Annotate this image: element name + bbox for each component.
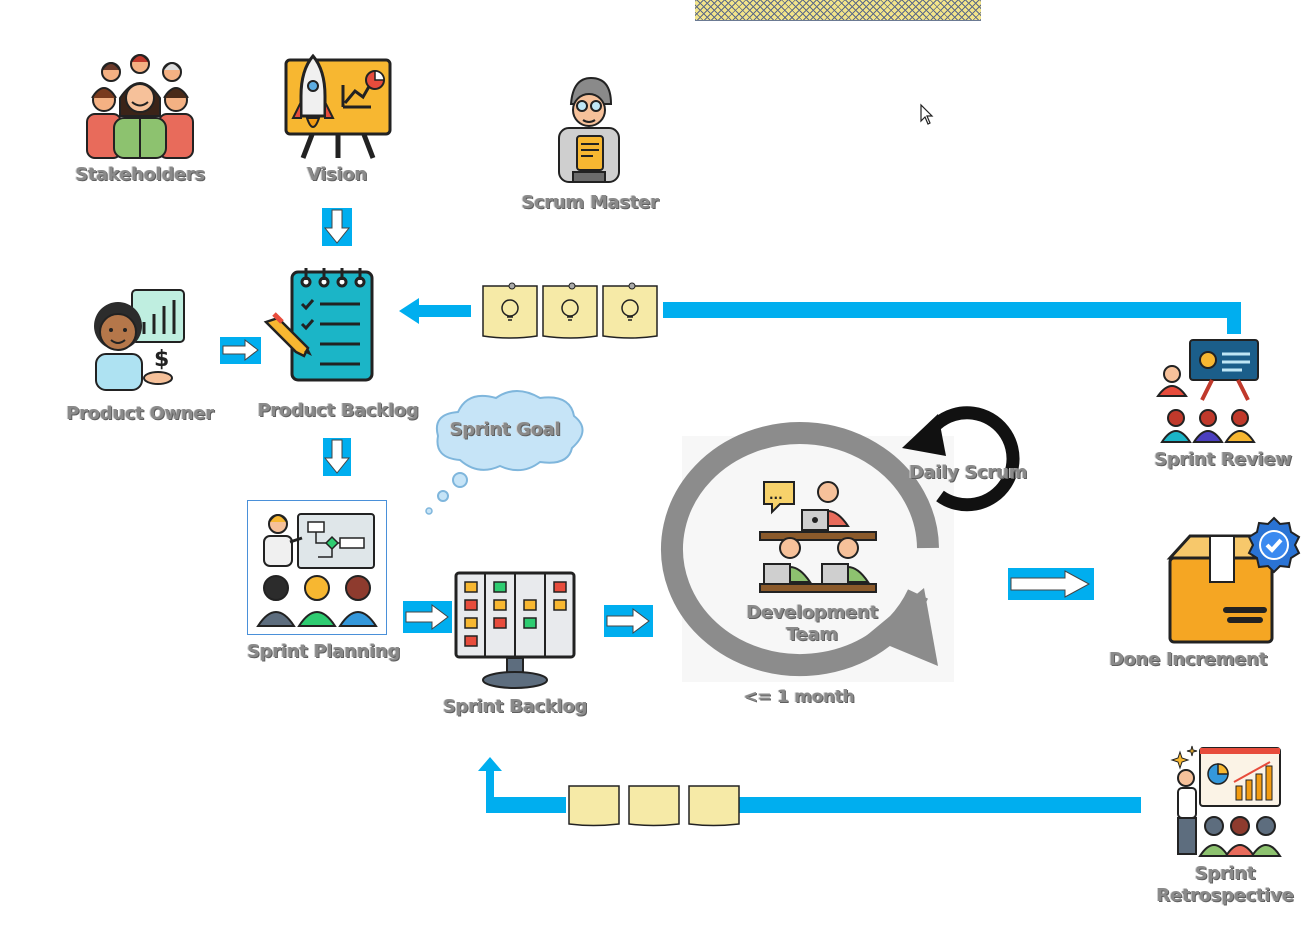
left-arrow-icon (399, 298, 471, 324)
sprint-backlog-label: Sprint Backlog (442, 696, 588, 717)
scrum-master-person-icon (558, 76, 620, 183)
svg-text:$: $ (154, 347, 169, 372)
idea-sticky-notes (482, 282, 658, 339)
mouse-pointer-icon (920, 103, 934, 125)
planning-meeting-icon (256, 513, 378, 627)
down-arrow-icon (323, 438, 351, 476)
sprint-retrospective-label-line2: Retrospective (1156, 885, 1294, 906)
sprint-retrospective-label: Sprint (1194, 863, 1256, 884)
package-with-check-badge-icon (1166, 516, 1301, 644)
done-increment-label: Done Increment (1108, 649, 1268, 670)
vision-label: Vision (306, 164, 368, 185)
thought-cloud-icon (425, 390, 584, 515)
svg-text:...: ... (769, 488, 783, 502)
product-owner-label: Product Owner (66, 403, 214, 424)
rocket-presentation-board-icon (284, 53, 392, 159)
sprint-duration-label: <= 1 month (743, 687, 855, 707)
right-arrow-icon (220, 337, 261, 364)
retro-feedback-line (732, 797, 1141, 813)
hatched-banner (695, 0, 981, 21)
review-feedback-line-vertical (1227, 302, 1241, 334)
daily-scrum-loop-icon (902, 406, 1020, 512)
group-of-people-icon (86, 54, 194, 159)
sprint-planning-label: Sprint Planning (247, 641, 401, 662)
development-team-label: Development (746, 602, 878, 623)
checklist-notepad-icon (263, 268, 374, 382)
daily-scrum-label: Daily Scrum (908, 462, 1028, 483)
presentation-audience-icon (1156, 339, 1259, 443)
development-team-label-line2: Team (786, 624, 838, 645)
product-owner-person-icon: $ (94, 289, 185, 391)
up-arrow-icon (478, 757, 566, 813)
review-feedback-line (663, 302, 1241, 318)
sprint-review-label: Sprint Review (1154, 449, 1292, 470)
right-arrow-icon (1008, 568, 1094, 600)
down-arrow-icon (322, 208, 352, 246)
right-arrow-icon (604, 605, 653, 637)
sprint-goal-label: Sprint Goal (449, 419, 561, 440)
kanban-board-monitor-icon (454, 571, 576, 689)
retrospective-presentation-icon (1170, 745, 1282, 857)
right-arrow-icon (403, 601, 452, 633)
team-at-desks-icon: ... (759, 481, 877, 593)
sprint-cycle-arrow-icon (661, 422, 939, 677)
blank-sticky-notes (568, 785, 740, 827)
product-backlog-label: Product Backlog (257, 400, 419, 421)
scrum-master-label: Scrum Master (521, 192, 659, 213)
stakeholders-label: Stakeholders (75, 164, 205, 185)
